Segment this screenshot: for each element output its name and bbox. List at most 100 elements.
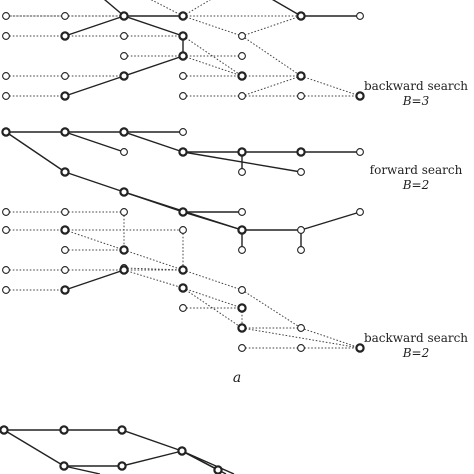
tree-node-b21 xyxy=(178,283,188,293)
tree-node-m6 xyxy=(178,147,188,157)
tree-node-p3 xyxy=(117,425,127,435)
solid-edge-m6-m12 xyxy=(182,151,302,173)
tree-node-b3 xyxy=(120,208,128,216)
tree-node-p7 xyxy=(213,465,223,474)
solid-edge-p5-x7 xyxy=(63,465,101,474)
tree-node-b30 xyxy=(297,344,305,352)
tree-node-t21 xyxy=(296,71,306,81)
tree-node-m2 xyxy=(60,127,70,137)
solid-edge-t3-t11 xyxy=(123,15,184,37)
tree-node-b9 xyxy=(179,226,187,234)
solid-edge-t23-t18 xyxy=(64,75,125,97)
top-block-label-line1: backward search xyxy=(364,79,468,93)
middle-block-label-line2: B=2 xyxy=(402,178,430,192)
tree-node-t16 xyxy=(2,72,10,80)
tree-node-t22 xyxy=(2,92,10,100)
dotted-edge-t14-t20 xyxy=(182,55,243,77)
tree-node-t11 xyxy=(178,31,188,41)
solid-edge-m1-m10 xyxy=(5,131,66,173)
tree-node-b4 xyxy=(178,207,188,217)
tree-node-b12 xyxy=(61,246,69,254)
tree-node-b23 xyxy=(60,285,70,295)
tree-node-m1 xyxy=(1,127,11,137)
solid-edge-p4-x6 xyxy=(181,450,235,474)
dotted-edge-b27-b31 xyxy=(241,327,361,349)
dotted-edge-t11-t20 xyxy=(182,35,243,77)
solid-edge-p6-p4 xyxy=(121,450,183,467)
tree-node-t18 xyxy=(119,71,129,81)
tree-node-b19 xyxy=(119,265,129,275)
tree-node-t15 xyxy=(238,52,246,60)
tree-node-b25 xyxy=(179,304,187,312)
tree-node-t19 xyxy=(179,72,187,80)
tree-node-b2 xyxy=(61,208,69,216)
solid-edge-t9-t3 xyxy=(64,15,125,37)
tree-node-m10 xyxy=(60,167,70,177)
tree-node-m8 xyxy=(296,147,306,157)
tree-node-b7 xyxy=(2,226,10,234)
solid-edge-t3-x1 xyxy=(104,0,125,17)
tree-node-p5 xyxy=(59,461,69,471)
dotted-edge-b24-b28 xyxy=(241,289,302,329)
solid-edge-m2-m5 xyxy=(64,131,125,153)
tree-node-t6 xyxy=(296,11,306,21)
tree-node-b15 xyxy=(297,246,305,254)
tree-node-t25 xyxy=(238,92,246,100)
tree-node-t24 xyxy=(179,92,187,100)
dotted-edge-b16-b20 xyxy=(123,267,184,271)
tree-edges xyxy=(3,0,361,474)
tree-node-t26 xyxy=(297,92,305,100)
middle-block-label-line1: forward search xyxy=(370,163,463,177)
dotted-edge-t4-x2 xyxy=(150,0,184,17)
tree-nodes xyxy=(0,11,365,474)
dotted-edge-b19-b21 xyxy=(123,269,184,289)
bottom-block-label-line1: backward search xyxy=(364,331,468,345)
solid-edge-p3-p4 xyxy=(121,429,183,452)
tree-node-b31 xyxy=(355,343,365,353)
tree-node-m3 xyxy=(119,127,129,137)
tree-node-b17 xyxy=(2,266,10,274)
solid-edge-p1-p5 xyxy=(3,429,65,467)
top-block-label-line2: B=3 xyxy=(402,94,430,108)
tree-node-m9 xyxy=(356,148,364,156)
tree-node-b28 xyxy=(297,324,305,332)
dotted-edge-b21-b26 xyxy=(182,287,243,309)
tree-node-t8 xyxy=(2,32,10,40)
tree-node-p4 xyxy=(177,446,187,456)
tree-node-t14 xyxy=(178,51,188,61)
solid-edge-t6-x3 xyxy=(271,0,302,17)
tree-node-m4 xyxy=(179,128,187,136)
tree-node-t12 xyxy=(238,32,246,40)
solid-edge-b23-b19 xyxy=(64,269,125,291)
tree-node-b29 xyxy=(238,344,246,352)
bottom-block-label-line2: B=2 xyxy=(402,346,430,360)
tree-node-m7 xyxy=(237,147,247,157)
tree-node-t2 xyxy=(61,12,69,20)
solid-edge-m3-m6 xyxy=(123,131,184,153)
tree-node-m13 xyxy=(119,187,129,197)
tree-node-t10 xyxy=(120,32,128,40)
dotted-edge-b13-b20 xyxy=(123,249,184,271)
dotted-edge-t12-t21 xyxy=(241,35,302,77)
tree-node-t1 xyxy=(2,12,10,20)
solid-edge-b4-b10 xyxy=(182,211,243,231)
tree-node-t17 xyxy=(61,72,69,80)
tree-node-t23 xyxy=(60,91,70,101)
tree-node-t3 xyxy=(119,11,129,21)
tree-node-b6 xyxy=(356,208,364,216)
dotted-edge-b21-b27 xyxy=(182,287,243,329)
tree-node-b27 xyxy=(237,323,247,333)
dotted-edge-t6-t12 xyxy=(241,15,302,37)
tree-node-t7 xyxy=(356,12,364,20)
dotted-edge-b8-b13 xyxy=(64,229,125,251)
tree-node-m11 xyxy=(238,168,246,176)
dotted-edge-t21-t25 xyxy=(241,75,302,97)
dotted-edge-t21-t27 xyxy=(300,75,361,97)
tree-node-b14 xyxy=(238,246,246,254)
tree-node-b26 xyxy=(237,303,247,313)
panel-caption: a xyxy=(233,370,241,386)
dotted-edge-t4-x4 xyxy=(182,0,211,17)
tree-node-b13 xyxy=(119,245,129,255)
tree-node-b1 xyxy=(2,208,10,216)
tree-node-p6 xyxy=(117,461,127,471)
